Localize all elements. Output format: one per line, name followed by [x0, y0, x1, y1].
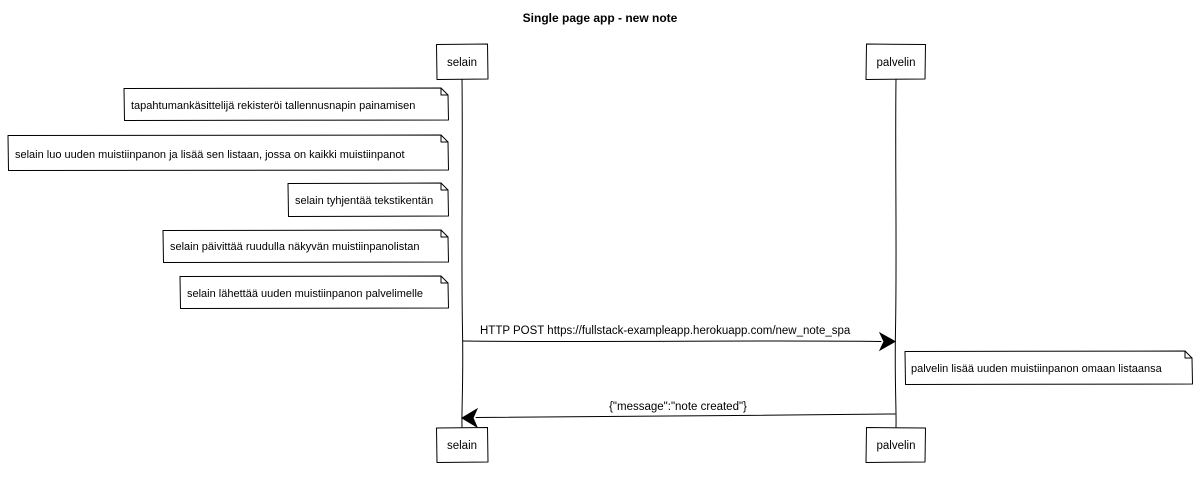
- note-text: tapahtumankäsittelijä rekisteröi tallenn…: [131, 100, 415, 112]
- note-text: selain lähettää uuden muistiinpanon palv…: [187, 288, 423, 300]
- note-text: selain päivittää ruudulla näkyvän muisti…: [170, 241, 419, 253]
- note-text: selain tyhjentää tekstikentän: [295, 195, 433, 207]
- note-send-to-server: selain lähettää uuden muistiinpanon palv…: [179, 275, 449, 309]
- participant-server-bottom: palvelin: [865, 427, 926, 463]
- arrowhead-icon: [461, 407, 479, 429]
- message-note-created: {"message":"note created"}: [461, 401, 896, 429]
- message-arrow-line: [462, 340, 882, 342]
- participant-browser-label: selain: [447, 57, 477, 69]
- browser-lifeline: [461, 78, 464, 428]
- note-register-save-handler: tapahtumankäsittelijä rekisteröi tallenn…: [123, 87, 449, 121]
- message-arrow-line: [475, 413, 896, 418]
- participant-browser-label: selain: [447, 440, 477, 452]
- arrowhead-icon: [878, 331, 897, 352]
- message-label: {"message":"note created"}: [609, 401, 747, 413]
- participant-browser-bottom: selain: [436, 427, 489, 463]
- note-clear-textfield: selain tyhjentää tekstikentän: [287, 182, 449, 217]
- participant-server-top: palvelin: [865, 43, 926, 80]
- server-lifeline: [894, 78, 897, 428]
- participant-server-label: palvelin: [877, 440, 916, 452]
- note-text: palvelin lisää uuden muistiinpanon omaan…: [911, 363, 1163, 375]
- participant-server-label: palvelin: [877, 57, 916, 69]
- message-label: HTTP POST https://fullstack-exampleapp.h…: [480, 325, 851, 337]
- participant-browser-top: selain: [436, 43, 489, 80]
- note-rerender-list: selain päivittää ruudulla näkyvän muisti…: [162, 229, 449, 263]
- diagram-title: Single page app - new note: [523, 11, 678, 25]
- message-http-post: HTTP POST https://fullstack-exampleapp.h…: [462, 325, 897, 352]
- note-text: selain luo uuden muistiinpanon ja lisää …: [15, 149, 405, 161]
- note-server-adds-note: palvelin lisää uuden muistiinpanon omaan…: [904, 350, 1193, 385]
- note-create-note: selain luo uuden muistiinpanon ja lisää …: [7, 134, 449, 171]
